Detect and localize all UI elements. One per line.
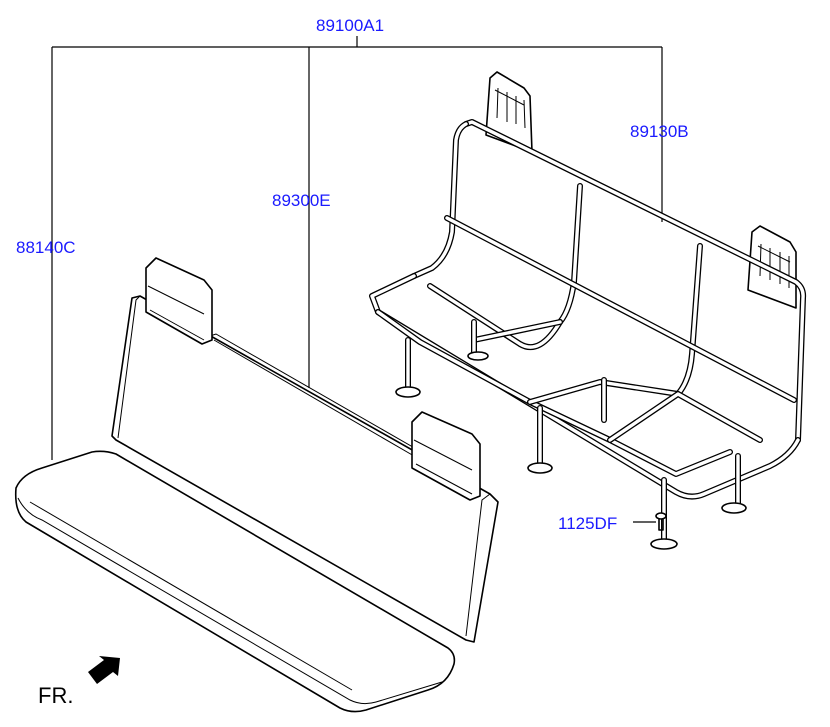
seat-back-headrest-right <box>411 411 481 501</box>
seat-cushion <box>14 450 456 713</box>
seat-frame <box>369 71 807 550</box>
frame-legs <box>395 319 747 550</box>
front-indicator: FR. <box>38 656 120 708</box>
seat-back <box>111 295 499 643</box>
part-label-back[interactable]: 89300E <box>272 191 331 210</box>
leader-lines <box>51 36 663 523</box>
frame-back-tubes <box>411 119 807 443</box>
front-label: FR. <box>38 683 73 708</box>
mounting-bolt <box>655 512 667 531</box>
seat-back-headrest-left <box>145 257 213 345</box>
part-label-cushion[interactable]: 88140C <box>16 238 76 257</box>
front-arrow-icon <box>88 656 120 684</box>
part-label-frame[interactable]: 89130B <box>630 122 689 141</box>
frame-seat-tubes <box>369 273 801 500</box>
part-labels: 89100A1 88140C 89300E 89130B 1125DF <box>16 16 689 533</box>
part-label-assembly[interactable]: 89100A1 <box>316 16 384 35</box>
part-label-bolt[interactable]: 1125DF <box>558 514 617 533</box>
